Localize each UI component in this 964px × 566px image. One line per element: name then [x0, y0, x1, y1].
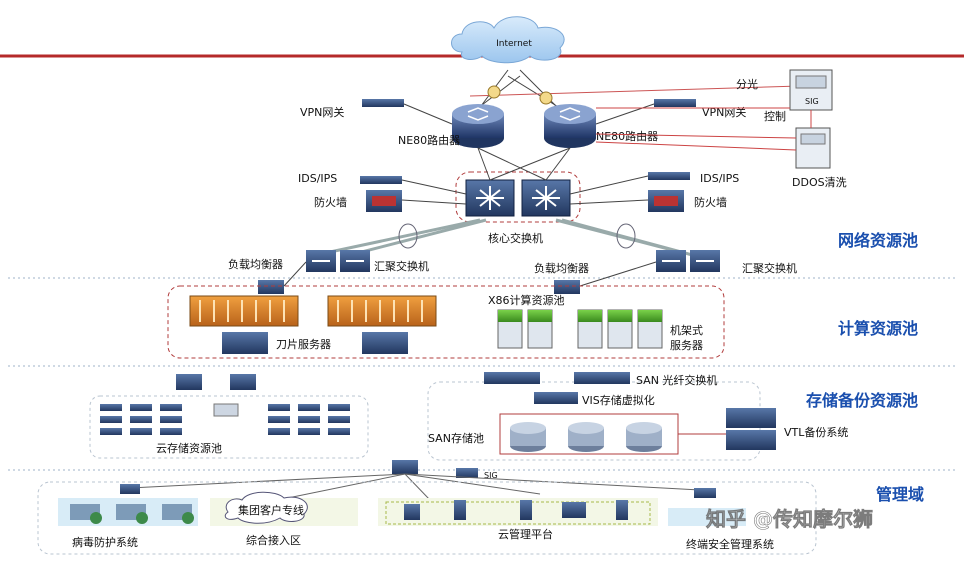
san-storage-disks-icon: [510, 422, 662, 452]
vpn-links: [403, 103, 655, 125]
san-frame: [427, 381, 761, 461]
security-links: [401, 175, 649, 205]
sig-label: SIG: [805, 97, 819, 106]
blade-server-group-1-icon: [189, 295, 299, 327]
vis-device-icon: [534, 392, 578, 404]
group-line-label: 集团客户专线: [238, 503, 304, 517]
rack-servers-icon: [497, 309, 663, 349]
ids-left-icon: [360, 176, 402, 184]
agg-left-label: 汇聚交换机: [374, 259, 429, 273]
internet-label: Internet: [496, 39, 532, 49]
router-left-label: NE80路由器: [398, 133, 460, 147]
mgmt-sig-label: SIG: [484, 471, 498, 480]
sec-mgmt-label: 终端安全管理系统: [686, 537, 774, 551]
cloud-storage-label: 云存储资源池: [156, 441, 222, 455]
vtl-device-icon: [726, 408, 776, 450]
cloud-storage-frame: [89, 395, 369, 459]
rack-label-line1: 机架式: [670, 323, 703, 337]
virus-label: 病毒防护系统: [72, 535, 138, 549]
sig-links: [595, 107, 812, 151]
vpn-left-label: VPN网关: [300, 105, 344, 119]
agg-lb-links: [283, 261, 657, 287]
internet-cloud-icon: [451, 16, 565, 64]
blade-chassis-1-icon: [222, 332, 268, 354]
control-label: 控制: [764, 109, 786, 123]
storage-pool-title: 存储备份资源池: [806, 391, 918, 410]
san-pool-label: SAN存储池: [428, 431, 484, 445]
link-marker-icon: [539, 91, 553, 105]
trunk-bundle-left: [398, 223, 418, 249]
firewall-right-label: 防火墙: [694, 195, 727, 209]
agg-right-label: 汇聚交换机: [742, 261, 797, 275]
access-label: 综合接入区: [246, 533, 301, 547]
rack-label-line2: 服务器: [670, 339, 703, 352]
firewall-left-label: 防火墙: [314, 195, 347, 209]
lb-right-label: 负载均衡器: [534, 261, 589, 275]
router-right-label: NE80路由器: [596, 129, 658, 143]
router-right-icon: [544, 104, 596, 148]
cloud-storage-nodes-icon: [100, 404, 350, 435]
compute-pool-title: 计算资源池: [838, 319, 918, 338]
ddos-device-icon: [795, 127, 831, 169]
ids-right-icon: [648, 172, 690, 180]
sec-mgmt-zone: [668, 508, 746, 526]
router-left-icon: [452, 104, 504, 148]
san-switch-label: SAN 光纤交换机: [636, 373, 717, 387]
storage-controller-icon: [213, 403, 239, 417]
sec-mgmt-switch-icon: [694, 488, 716, 498]
vpn-gateway-left-icon: [362, 99, 404, 107]
virus-switch-icon: [120, 484, 140, 494]
trunk-bundle-right: [616, 223, 636, 249]
vpn-right-label: VPN网关: [702, 105, 746, 119]
cloud-mgmt-label: 云管理平台: [498, 527, 553, 541]
storage-switch-left-icon: [176, 374, 202, 390]
mgmt-links: [129, 473, 701, 501]
core-switch-right-icon: [521, 179, 571, 217]
vis-label: VIS存储虚拟化: [582, 393, 655, 407]
agg-switch-left-icon: [306, 250, 370, 272]
watermark: 知乎 @传知摩尔狮: [706, 507, 873, 531]
sig-device-icon: [789, 69, 833, 111]
link-marker-icon: [487, 85, 501, 99]
vtl-label: VTL备份系统: [784, 425, 848, 439]
san-switch-right-icon: [574, 372, 630, 384]
storage-switch-right-icon: [230, 374, 256, 390]
virus-protection-icon: [70, 504, 194, 524]
mgmt-sig-icon: [456, 468, 478, 478]
blade-server-group-2-icon: [327, 295, 437, 327]
lb-left-label: 负载均衡器: [228, 257, 283, 271]
cloud-mgmt-zone: [378, 498, 658, 526]
network-pool-title: 网络资源池: [838, 231, 918, 250]
firewall-right-icon: [648, 190, 684, 212]
ids-left-label: IDS/IPS: [298, 172, 337, 185]
pool-separators: [8, 277, 956, 471]
cloud-mgmt-servers-icon: [404, 500, 628, 520]
san-switch-left-icon: [484, 372, 540, 384]
firewall-left-icon: [366, 190, 402, 212]
lb-left-icon: [258, 280, 284, 294]
blade-chassis-2-icon: [362, 332, 408, 354]
core-switch-group: [455, 171, 581, 223]
group-line-cloud-icon: [224, 491, 308, 524]
core-switch-left-icon: [465, 179, 515, 217]
mgmt-pool-title: 管理域: [876, 485, 924, 504]
ddos-label: DDOS清洗: [792, 176, 847, 189]
vpn-gateway-right-icon: [654, 99, 696, 107]
compute-pool-frame: [167, 285, 725, 359]
split-label: 分光: [736, 77, 758, 91]
cloud-mgmt-inner-frame: [385, 501, 651, 525]
ids-right-label: IDS/IPS: [700, 172, 739, 185]
core-switch-label: 核心交换机: [488, 231, 543, 245]
lb-right-icon: [554, 280, 580, 294]
x86-pool-label: X86计算资源池: [488, 293, 565, 307]
router-core-links: [477, 147, 571, 181]
agg-switch-right-icon: [656, 250, 720, 272]
mgmt-switch-icon: [392, 460, 418, 474]
blade-label: 刀片服务器: [276, 338, 331, 351]
